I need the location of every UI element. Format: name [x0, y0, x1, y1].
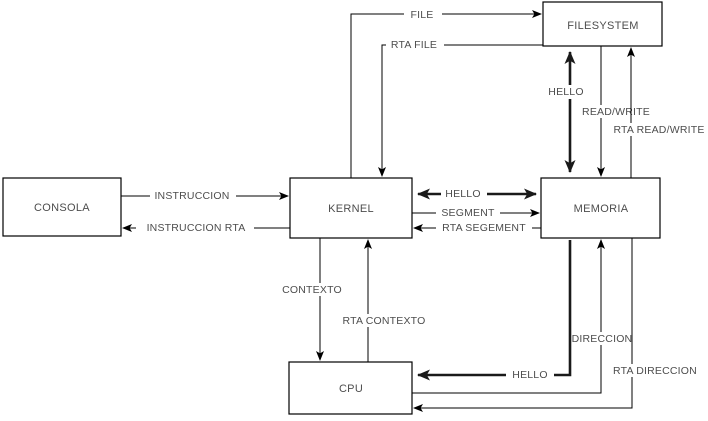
edge-rta-contexto-label: RTA CONTEXTO — [343, 315, 426, 327]
node-cpu[interactable]: CPU — [288, 361, 413, 415]
node-kernel[interactable]: KERNEL — [289, 177, 413, 239]
edge-direccion-label-bg — [566, 332, 638, 345]
edge-hello-filesystem-memoria-label-bg — [543, 85, 589, 99]
edge-rta-file-label-bg — [386, 38, 444, 51]
edge-instruccion-label: INSTRUCCION — [154, 190, 229, 202]
edge-rta-read-write-label: RTA READ/WRITE — [613, 124, 704, 136]
edge-file-label: FILE — [411, 9, 434, 21]
edge-rta-segement-label: RTA SEGEMENT — [442, 222, 526, 234]
edge-rta-file-line — [378, 44, 543, 177]
edge-rta-read-write-label-bg — [610, 123, 708, 136]
edge-hello-kernel-memoria-label: HELLO — [445, 188, 480, 200]
edge-instruccion: INSTRUCCION — [121, 189, 289, 202]
edge-direccion-label: DIRECCION — [572, 333, 633, 345]
edge-rta-file: RTA FILE — [378, 38, 543, 177]
edge-contexto-label-bg — [277, 283, 347, 296]
node-memoria[interactable]: MEMORIA — [540, 177, 661, 239]
edge-segment: SEGMENT — [412, 206, 540, 219]
edge-hello-filesystem-memoria: HELLO — [543, 51, 589, 173]
node-cpu-rect[interactable] — [288, 361, 413, 415]
edge-hello-memoria-cpu: HELLO — [417, 240, 572, 382]
node-kernel-rect[interactable] — [289, 177, 413, 239]
edge-hello-memoria-cpu-label: HELLO — [512, 369, 547, 381]
edge-instruccion-rta-label: INSTRUCCION RTA — [147, 222, 246, 234]
node-consola-label: CONSOLA — [34, 202, 90, 214]
edge-read-write-label-bg — [578, 105, 654, 118]
edge-hello-memoria-cpu-label-bg — [506, 368, 554, 382]
edge-rta-segement-label-bg — [436, 221, 532, 234]
node-consola[interactable]: CONSOLA — [2, 177, 122, 237]
edge-rta-read-write: RTA READ/WRITE — [610, 47, 708, 178]
edge-read-write-label: READ/WRITE — [582, 106, 650, 118]
edge-read-write: READ/WRITE — [578, 46, 654, 177]
node-filesystem-label: FILESYSTEM — [567, 20, 638, 32]
edge-rta-contexto-label-bg — [336, 314, 432, 327]
edge-segment-label: SEGMENT — [441, 207, 495, 219]
edge-contexto: CONTEXTO — [277, 238, 347, 361]
edge-instruccion-rta-label-bg — [136, 221, 254, 234]
node-filesystem-rect[interactable] — [542, 1, 663, 47]
edge-rta-direccion-label-bg — [608, 364, 702, 377]
edge-direccion-line — [412, 239, 605, 394]
edge-rta-direccion: RTA DIRECCION — [413, 238, 702, 412]
edge-segment-label-bg — [436, 206, 500, 219]
edge-rta-file-label: RTA FILE — [391, 39, 437, 51]
edge-direccion: DIRECCION — [412, 239, 638, 394]
edge-instruccion-label-bg — [150, 189, 236, 202]
edge-file: FILE — [350, 8, 542, 178]
edge-rta-direccion-label: RTA DIRECCION — [613, 365, 697, 377]
edge-hello-memoria-cpu-line — [417, 240, 572, 381]
edge-hello-kernel-memoria-label-bg — [441, 187, 487, 201]
edge-file-label-bg — [404, 8, 442, 21]
edge-hello-filesystem-memoria-label: HELLO — [548, 86, 583, 98]
node-cpu-label: CPU — [339, 383, 363, 395]
edge-rta-segement: RTA SEGEMENT — [413, 221, 541, 234]
edge-rta-direccion-line — [413, 238, 633, 412]
node-memoria-label: MEMORIA — [574, 203, 629, 215]
edge-rta-contexto: RTA CONTEXTO — [336, 239, 432, 362]
edge-instruccion-rta: INSTRUCCION RTA — [122, 221, 290, 234]
edge-hello-kernel-memoria: HELLO — [417, 187, 537, 201]
node-kernel-label: KERNEL — [328, 203, 374, 215]
node-filesystem[interactable]: FILESYSTEM — [542, 1, 663, 47]
edge-file-line — [350, 10, 542, 178]
edge-contexto-label: CONTEXTO — [282, 284, 342, 296]
node-memoria-rect[interactable] — [540, 177, 661, 239]
node-consola-rect[interactable] — [2, 177, 122, 237]
